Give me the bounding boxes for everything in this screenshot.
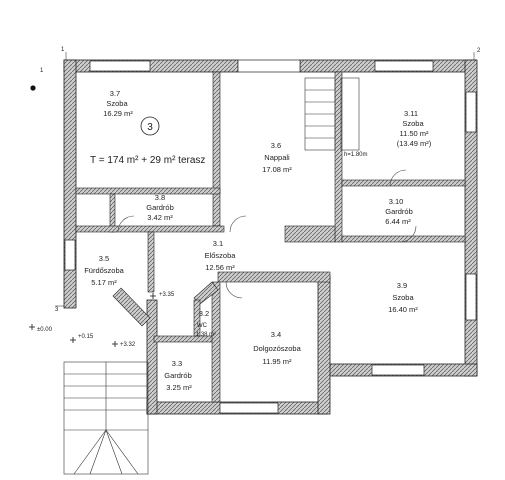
room-3-2: 3.2 WC 1.38 m²	[196, 309, 216, 338]
room-name: Szoba	[106, 99, 128, 108]
room-3-5: 3.5 Fürdőszoba 5.17 m²	[84, 254, 124, 287]
room-number: 3.10	[389, 197, 404, 206]
room-area-secondary: (13.49 m²)	[397, 139, 432, 148]
level-markers	[29, 293, 156, 347]
room-name: Szoba	[402, 119, 424, 128]
room-area: 11.95 m²	[262, 357, 292, 366]
room-name: Gardrób	[385, 207, 413, 216]
room-number: 3.6	[271, 141, 281, 150]
entry-walls	[112, 281, 219, 337]
room-area: 16.29 m²	[103, 109, 133, 118]
room-name: Szoba	[392, 293, 414, 302]
room-3-10: 3.10 Gardrób 6.44 m²	[385, 197, 413, 226]
room-name: WC	[197, 323, 208, 329]
room-area: 3.42 m²	[147, 213, 173, 222]
room-area: 16.40 m²	[388, 305, 418, 314]
interior-staircase	[304, 77, 360, 151]
level-4: +3.32	[120, 342, 136, 348]
floor-number: 3	[147, 122, 153, 133]
room-area: 3.25 m²	[166, 383, 192, 392]
room-area: 17.08 m²	[262, 165, 292, 174]
room-number: 3.1	[213, 239, 223, 248]
room-name: Előszoba	[205, 251, 237, 260]
room-name: Gardrób	[146, 203, 174, 212]
area-summary: T = 174 m² + 29 m² terasz	[90, 155, 205, 166]
room-number: 3.3	[172, 359, 182, 368]
entry-staircase	[63, 361, 149, 475]
axis-label-3: 3	[55, 307, 59, 313]
axis-label-1: 1	[40, 68, 44, 74]
room-3-7: 3.7 Szoba 16.29 m²	[103, 89, 133, 118]
room-3-3: 3.3 Gardrób 3.25 m²	[164, 359, 192, 392]
room-number: 3.11	[404, 109, 418, 118]
level-3: +0.15	[78, 334, 94, 340]
room-area: 1.38 m²	[196, 332, 216, 338]
room-area: 12.56 m²	[205, 263, 235, 272]
room-3-4: 3.4 Dolgozószoba 11.95 m²	[253, 330, 301, 366]
room-number: 3.2	[199, 309, 209, 318]
room-number: 3.7	[110, 89, 120, 98]
axis-label-1b: 1	[61, 47, 65, 53]
room-3-9: 3.9 Szoba 16.40 m²	[388, 281, 418, 314]
room-name: Gardrób	[164, 371, 192, 380]
room-area: 6.44 m²	[385, 217, 411, 226]
room-3-8: 3.8 Gardrób 3.42 m²	[146, 193, 174, 222]
level-2: ±0.00	[37, 327, 53, 333]
door-swings	[117, 169, 417, 299]
room-number: 3.4	[271, 330, 281, 339]
room-area: 11.50 m²	[399, 129, 429, 138]
floor-number-badge	[140, 116, 160, 136]
room-number: 3.9	[397, 281, 407, 290]
level-1: +3.35	[159, 292, 175, 298]
room-number: 3.8	[155, 193, 165, 202]
room-3-11: 3.11 Szoba 11.50 m² (13.49 m²)	[397, 109, 432, 148]
room-3-6: 3.6 Nappali 17.08 m²	[262, 141, 292, 174]
axis-dot	[30, 85, 36, 91]
room-name: Dolgozószoba	[253, 344, 301, 353]
room-name: Fürdőszoba	[84, 266, 124, 275]
room-name: Nappali	[264, 153, 290, 162]
windows	[64, 59, 477, 414]
height-note: h=1.80m	[344, 152, 368, 158]
axis-label-2: 2	[477, 48, 481, 54]
room-area: 5.17 m²	[91, 278, 117, 287]
room-3-1: 3.1 Előszoba 12.56 m²	[205, 239, 237, 272]
interior-walls	[75, 71, 466, 403]
room-number: 3.5	[99, 254, 109, 263]
